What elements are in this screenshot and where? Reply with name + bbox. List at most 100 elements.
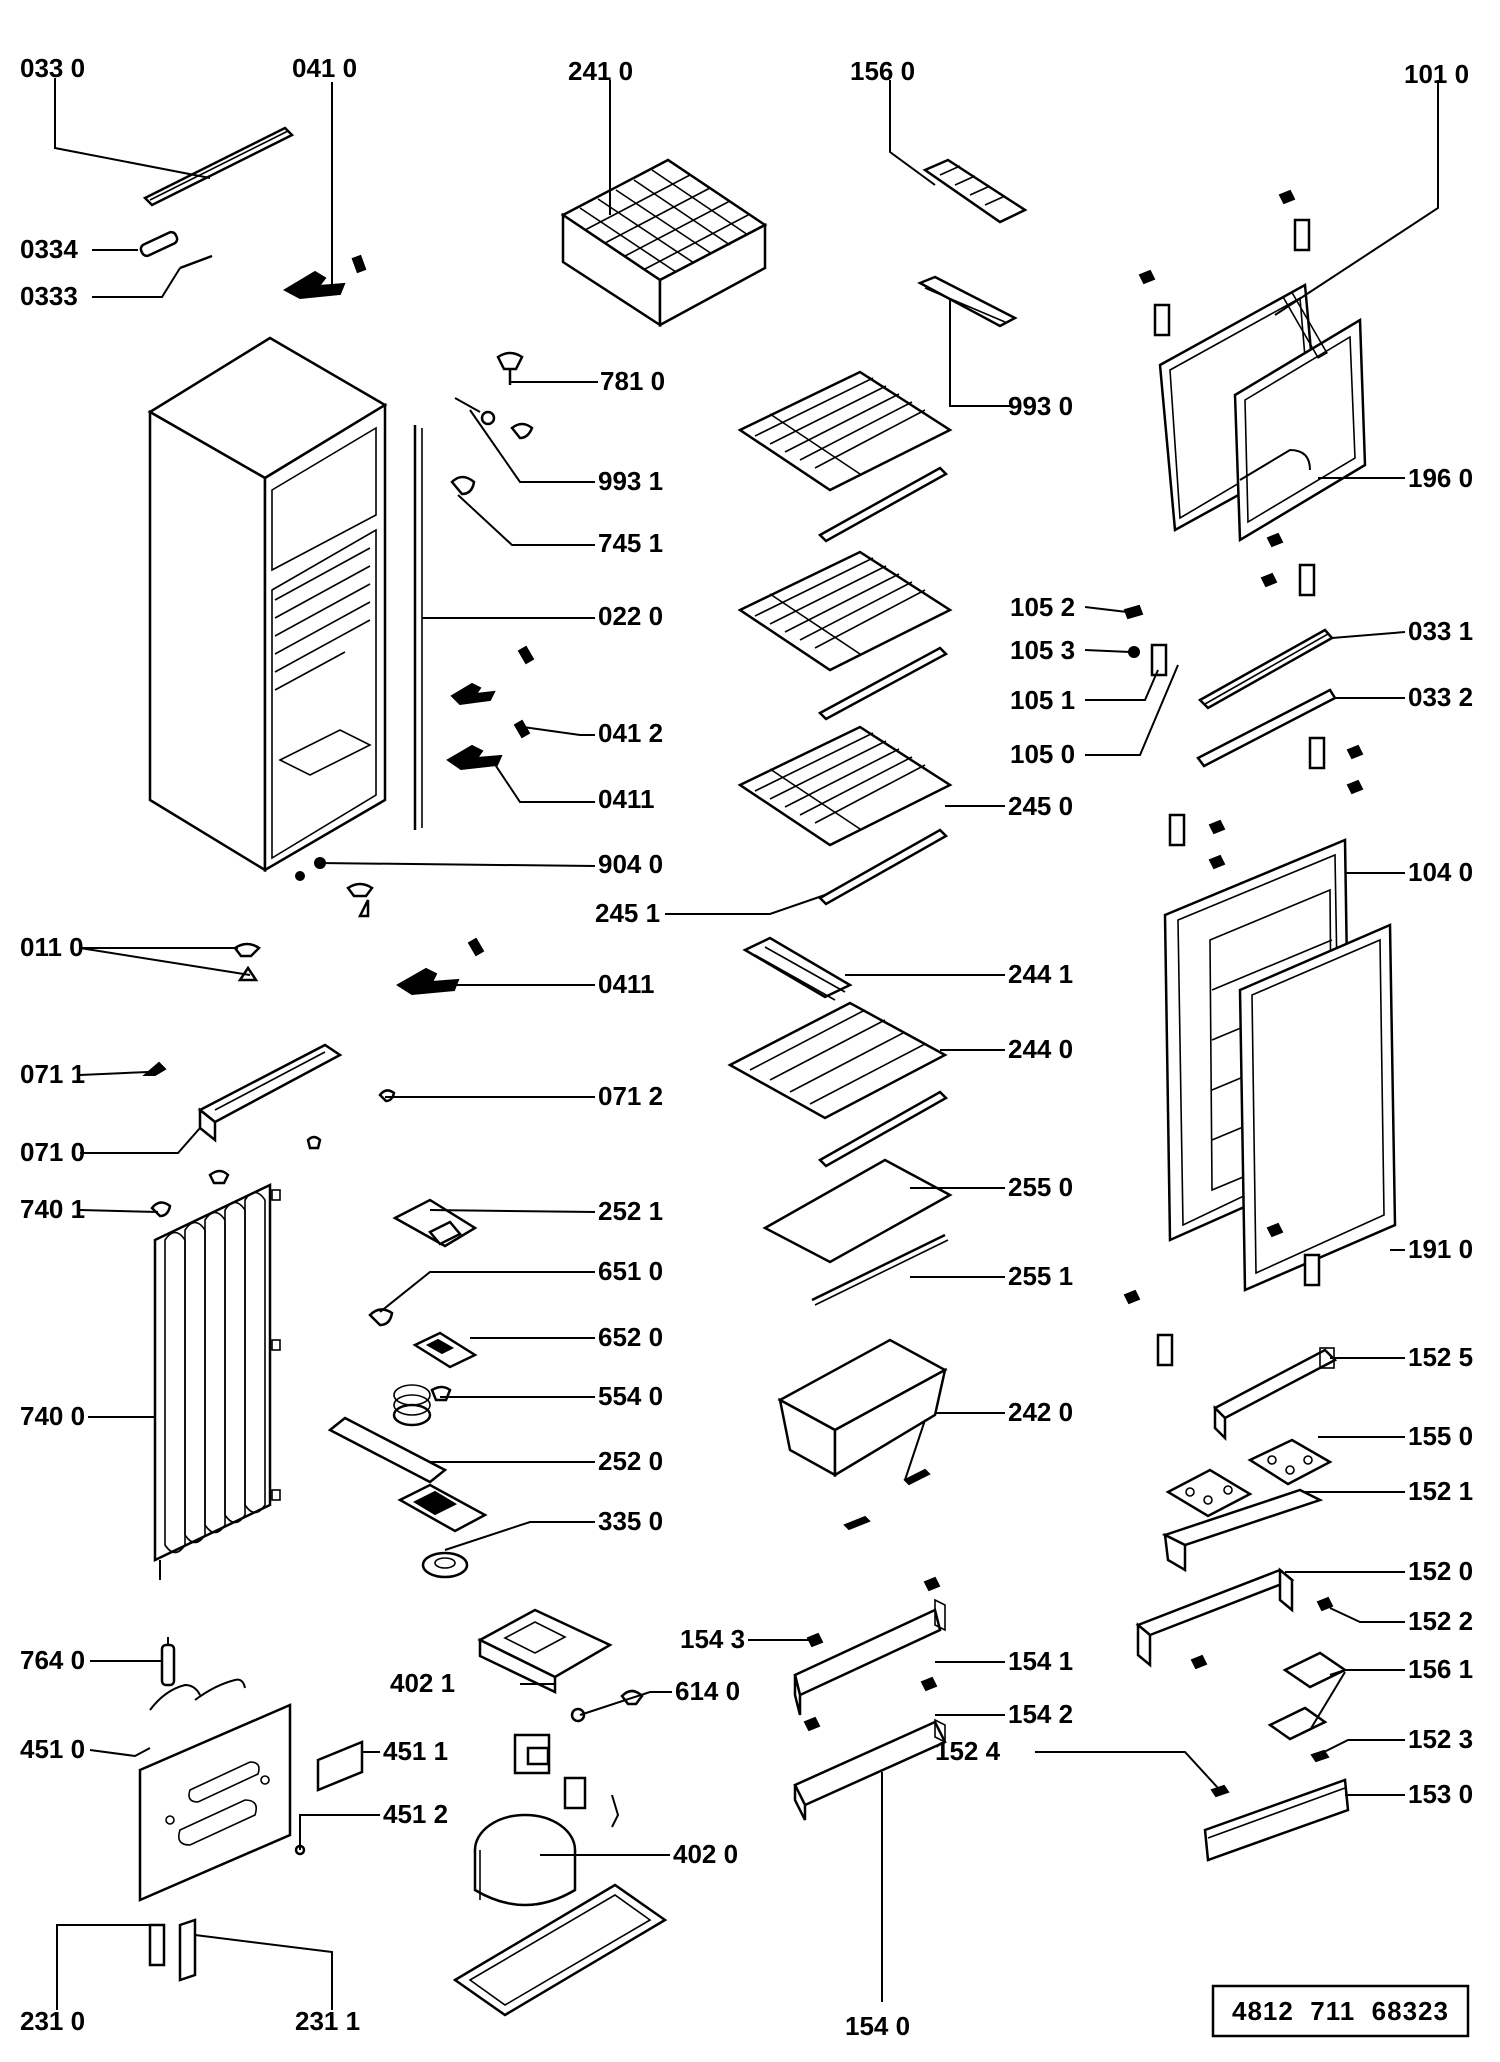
part-shelf-2441 bbox=[742, 936, 853, 1001]
callout-2410: 241 0 bbox=[568, 56, 633, 86]
callout-2441: 244 1 bbox=[1008, 959, 1073, 989]
callout-4511: 451 1 bbox=[383, 1736, 448, 1766]
part-coil-5540 bbox=[392, 1384, 452, 1427]
part-relay-6140 bbox=[570, 1689, 644, 1723]
callout-9040: 904 0 bbox=[598, 849, 663, 879]
part-shelf-upper bbox=[737, 370, 953, 543]
part-light-housing-0710 bbox=[142, 1043, 396, 1185]
callout-1542: 154 2 bbox=[1008, 1699, 1073, 1729]
part-hinge-hardware-middle bbox=[1168, 736, 1364, 870]
callout-0712: 071 2 bbox=[598, 1081, 663, 1111]
part-trim-strip-0330 bbox=[142, 126, 295, 207]
callout-9930: 993 0 bbox=[1008, 391, 1073, 421]
leader-lines bbox=[54, 78, 1439, 2010]
callout-2550: 255 0 bbox=[1008, 1172, 1073, 1202]
part-bracket-9930 bbox=[917, 275, 1018, 328]
part-control-6520 bbox=[412, 1331, 478, 1369]
callout-6510: 651 0 bbox=[598, 1256, 663, 1286]
part-door-tray-1530 bbox=[1203, 1778, 1350, 1862]
callout-1053: 105 3 bbox=[1010, 635, 1075, 665]
part-starter-relay bbox=[513, 1733, 620, 1828]
callout-2521: 252 1 bbox=[598, 1196, 663, 1226]
callout-7401: 740 1 bbox=[20, 1194, 85, 1224]
callout-1960: 196 0 bbox=[1408, 463, 1473, 493]
part-shelf-middle bbox=[737, 550, 953, 721]
part-ring-3350 bbox=[421, 1551, 469, 1579]
callout-7451: 745 1 bbox=[598, 528, 663, 558]
part-compressor-4020 bbox=[452, 1813, 668, 2017]
callout-2551: 255 1 bbox=[1008, 1261, 1073, 1291]
callout-0711: 071 1 bbox=[20, 1059, 85, 1089]
part-hinge-0411b bbox=[396, 937, 485, 996]
part-egg-tray-1550 bbox=[1165, 1438, 1333, 1518]
callout-1560: 156 0 bbox=[850, 56, 915, 86]
diagram-code: 4812 711 68323 bbox=[1232, 1996, 1449, 2026]
part-strip-0331 bbox=[1197, 628, 1334, 710]
callout-1540: 154 0 bbox=[845, 2011, 910, 2041]
callout-1522: 152 2 bbox=[1408, 1606, 1473, 1636]
callout-0411a: 0411 bbox=[598, 784, 654, 814]
callout-1530: 153 0 bbox=[1408, 1779, 1473, 1809]
part-clip-7401 bbox=[150, 1201, 172, 1218]
part-shelf-2440 bbox=[727, 1001, 949, 1168]
part-hinge-hardware-upper bbox=[1138, 189, 1316, 597]
callout-0410: 041 0 bbox=[292, 53, 357, 83]
part-door-rack-1540 bbox=[793, 1718, 947, 1821]
callout-labels: 033 0 041 0 241 0 156 0 101 0 0334 0333 … bbox=[20, 53, 1473, 2041]
callout-9931: 993 1 bbox=[598, 466, 663, 496]
callout-0334: 0334 bbox=[20, 234, 78, 264]
part-freezer-door-1010 bbox=[1158, 282, 1367, 543]
part-clip-1524 bbox=[1210, 1784, 1230, 1798]
callout-1051: 105 1 bbox=[1010, 685, 1075, 715]
callout-2450: 245 0 bbox=[1008, 791, 1073, 821]
callout-7810: 781 0 bbox=[600, 366, 665, 396]
callout-1561: 156 1 bbox=[1408, 1654, 1473, 1684]
callout-1050: 105 0 bbox=[1010, 739, 1075, 769]
callout-0330: 033 0 bbox=[20, 53, 85, 83]
part-feet-9040 bbox=[295, 857, 374, 918]
callout-7640: 764 0 bbox=[20, 1645, 85, 1675]
part-trim-2551 bbox=[811, 1233, 949, 1306]
diagram-code-box: 4812 711 68323 bbox=[1211, 1984, 1470, 2038]
part-hinge-0412 bbox=[450, 645, 535, 739]
callout-7400: 740 0 bbox=[20, 1401, 85, 1431]
part-glass-shelf-2550 bbox=[762, 1158, 953, 1264]
callout-1910: 191 0 bbox=[1408, 1234, 1473, 1264]
part-plate-4511 bbox=[316, 1740, 364, 1792]
part-cabinet-body bbox=[147, 336, 388, 873]
callout-4512: 451 2 bbox=[383, 1799, 448, 1829]
part-door-rack-1541 bbox=[793, 1598, 946, 1716]
callout-3350: 335 0 bbox=[598, 1506, 663, 1536]
part-hinge-0411a bbox=[446, 744, 503, 771]
callout-2420: 242 0 bbox=[1008, 1397, 1073, 1427]
callout-0412: 041 2 bbox=[598, 718, 663, 748]
part-door-shelf-1525 bbox=[1212, 1347, 1338, 1442]
part-back-panel-4510 bbox=[138, 1678, 292, 1902]
callout-2520: 252 0 bbox=[598, 1446, 663, 1476]
part-door-shelf-1521 bbox=[1161, 1488, 1324, 1573]
part-knob-6510 bbox=[368, 1308, 394, 1327]
part-hinge-hardware-lower bbox=[1123, 1222, 1321, 1367]
callout-2440: 244 0 bbox=[1008, 1034, 1073, 1064]
callout-6140: 614 0 bbox=[675, 1676, 740, 1706]
callout-1052: 105 2 bbox=[1010, 592, 1075, 622]
callout-0332: 033 2 bbox=[1408, 682, 1473, 712]
part-door-gasket-1910 bbox=[1238, 923, 1397, 1292]
callout-4020: 402 0 bbox=[673, 1839, 738, 1869]
callout-1525: 152 5 bbox=[1408, 1342, 1473, 1372]
callout-4021: 402 1 bbox=[390, 1668, 455, 1698]
part-clip-7451 bbox=[450, 475, 476, 496]
part-terminal-cover-4021 bbox=[477, 1608, 613, 1694]
part-screw-1542 bbox=[803, 1676, 938, 1732]
callout-1543: 154 3 bbox=[680, 1624, 745, 1654]
part-condenser-7400 bbox=[153, 1183, 281, 1580]
part-thermostat-2521 bbox=[392, 1198, 478, 1248]
callout-1541: 154 1 bbox=[1008, 1646, 1073, 1676]
part-strip-0220 bbox=[413, 425, 423, 830]
callout-0220: 022 0 bbox=[598, 601, 663, 631]
part-screw-1522 bbox=[1190, 1596, 1334, 1670]
callout-1524: 152 4 bbox=[935, 1736, 1001, 1766]
part-clip-9931 bbox=[454, 397, 534, 440]
callout-6520: 652 0 bbox=[598, 1322, 663, 1352]
